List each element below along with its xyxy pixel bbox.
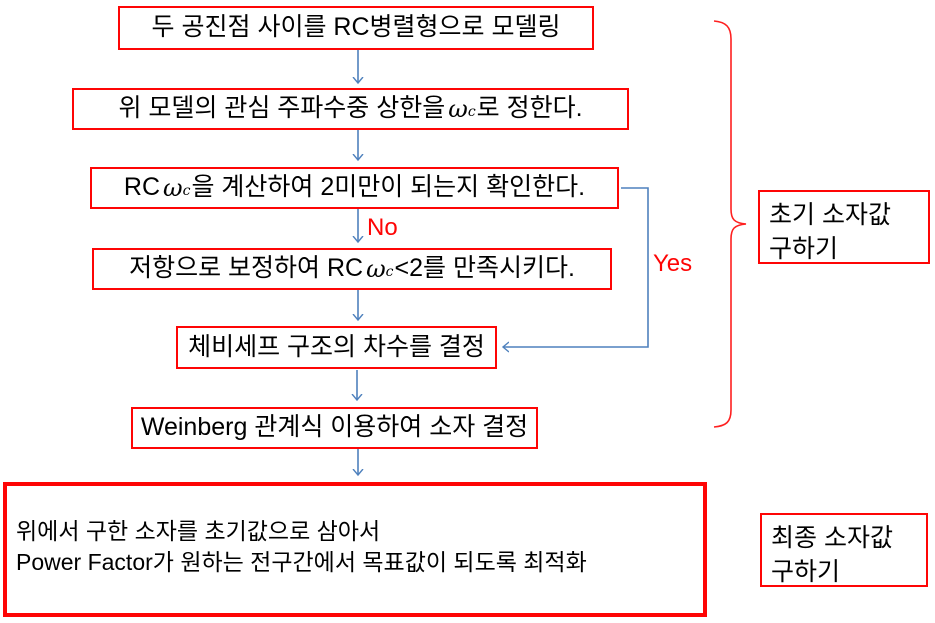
omega-subscript: c xyxy=(385,264,394,281)
step-model-rc-parallel[interactable]: 두 공진점 사이를 RC병렬형으로 모델링 xyxy=(118,6,594,50)
step-text: 위 모델의 관심 주파수중 상한을 xyxy=(118,94,446,123)
omega-subscript: c xyxy=(467,104,476,121)
step-text-post: 을 계산하여 2미만이 되는지 확인한다. xyxy=(191,173,586,202)
annotation-line-2: 구하기 xyxy=(771,558,841,586)
omega-subscript: c xyxy=(182,183,191,200)
step-chebyshev-order[interactable]: 체비세프 구조의 차수를 결정 xyxy=(176,326,497,369)
final-line-1: 위에서 구한 소자를 초기값으로 삼아서 xyxy=(16,518,381,544)
step-text: 체비세프 구조의 차수를 결정 xyxy=(188,332,485,361)
branch-label-yes: Yes xyxy=(653,250,693,277)
annotation-line-1: 초기 소자값 xyxy=(769,201,891,229)
annotation-final-element-values: 최종 소자값 구하기 xyxy=(760,513,928,587)
step-weinberg-elements[interactable]: Weinberg 관계식 이용하여 소자 결정 xyxy=(131,407,538,449)
step-text: Weinberg 관계식 이용하여 소자 결정 xyxy=(140,413,529,442)
branch-label-no: No xyxy=(367,214,398,241)
omega-symbol: ω xyxy=(366,254,386,283)
initial-stage-brace xyxy=(713,20,747,428)
step-text-post: <2를 만족시키다. xyxy=(394,254,575,283)
annotation-initial-element-values: 초기 소자값 구하기 xyxy=(758,190,930,264)
step-final-optimization[interactable]: 위에서 구한 소자를 초기값으로 삼아서 Power Factor가 원하는 전… xyxy=(3,482,707,617)
step-text: 저항으로 보정하여 RC xyxy=(129,254,364,283)
step-text-post: 로 정한다. xyxy=(476,94,583,123)
omega-symbol: ω xyxy=(448,94,468,123)
final-line-2: Power Factor가 원하는 전구간에서 목표값이 되도록 최적화 xyxy=(16,549,587,575)
step-text: 두 공진점 사이를 RC병렬형으로 모델링 xyxy=(151,13,561,42)
annotation-line-2: 구하기 xyxy=(769,235,839,263)
omega-symbol: ω xyxy=(163,173,183,202)
step-text: RC xyxy=(123,173,161,202)
annotation-line-1: 최종 소자값 xyxy=(771,524,893,552)
